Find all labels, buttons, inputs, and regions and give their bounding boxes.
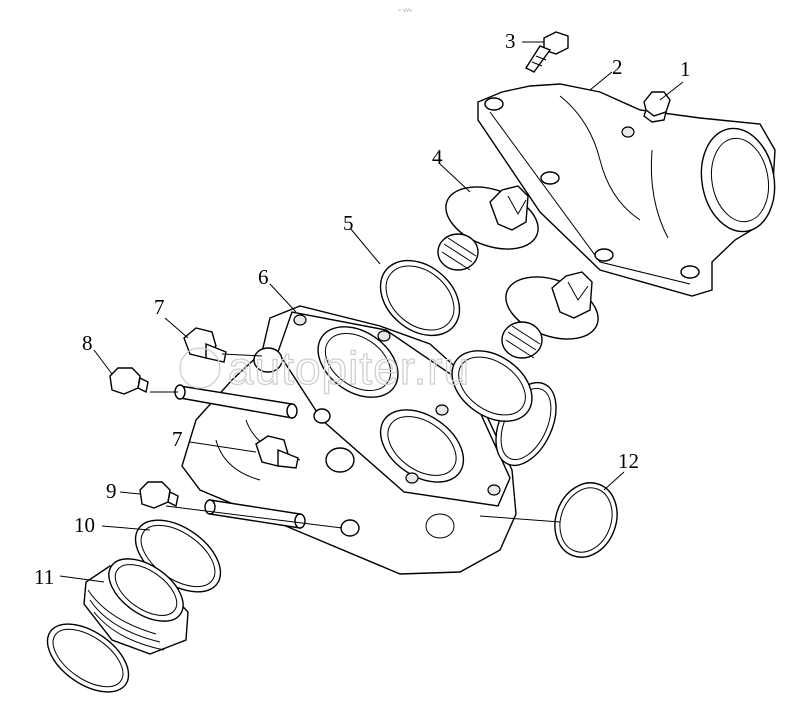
part-11-connector (83, 558, 189, 655)
part-8-bolt (109, 367, 149, 395)
callout-10: 10 (74, 513, 95, 537)
part-4-thermostat-lower (501, 271, 599, 359)
callout-11: 11 (34, 565, 54, 589)
part-9-sleeve (204, 499, 306, 529)
callout-1: 1 (680, 57, 691, 81)
callout-5: 5 (343, 211, 354, 235)
watermark-logo-icon (179, 347, 221, 389)
part-3-bolt (524, 31, 569, 73)
watermark-text: autopiter.ru (228, 342, 470, 394)
part-8-sleeve (174, 384, 298, 419)
callout-7-upper: 7 (154, 295, 165, 319)
part-9-bolt (139, 481, 179, 509)
leader-lines (59, 41, 684, 583)
part-2-housing-cover (477, 83, 776, 297)
callout-3: 3 (505, 29, 516, 53)
part-1-plug (643, 91, 671, 123)
part-o-ring-behind (451, 350, 557, 467)
corner-mark: ≈ vvv (398, 8, 412, 14)
callout-9: 9 (106, 479, 117, 503)
part-4-thermostat-upper (437, 185, 539, 271)
callout-8: 8 (82, 331, 93, 355)
part-7-plug-upper (183, 327, 227, 363)
watermark: autopiter.ru (179, 341, 470, 395)
part-5-gasket (379, 259, 461, 337)
callout-4: 4 (432, 145, 443, 169)
part-11-seal (46, 623, 130, 693)
part-6-housing-body (181, 305, 517, 575)
part-7-plug-lower (255, 435, 299, 469)
callout-2: 2 (612, 55, 623, 79)
callout-12: 12 (618, 449, 639, 473)
callout-7-lower: 7 (172, 427, 183, 451)
callouts: 1 2 3 4 5 6 7 7 8 9 10 11 12 (34, 29, 691, 589)
part-12-o-ring (554, 482, 618, 558)
callout-6: 6 (258, 265, 269, 289)
